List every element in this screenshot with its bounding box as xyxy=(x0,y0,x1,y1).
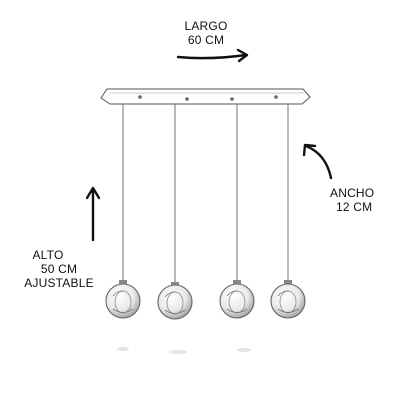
largo-arrow xyxy=(176,48,249,63)
reflection xyxy=(117,347,251,354)
pendant-globe-3 xyxy=(219,280,255,319)
alto-note: AJUSTABLE xyxy=(24,276,94,290)
ceiling-canopy xyxy=(100,88,311,105)
suspension-cables xyxy=(122,104,289,284)
largo-value: 60 CM xyxy=(187,33,225,47)
alto-title: ALTO xyxy=(32,248,64,262)
alto-arrow xyxy=(85,186,101,242)
ancho-title: ANCHO xyxy=(330,186,375,200)
ancho-arrow xyxy=(302,143,333,180)
ancho-value: 12 CM xyxy=(336,200,373,214)
pendant-globe-4 xyxy=(270,280,306,319)
pendant-globe-1 xyxy=(105,280,141,319)
pendant-globe-2 xyxy=(157,282,193,320)
alto-value: 50 CM xyxy=(40,262,78,276)
largo-title: LARGO xyxy=(184,19,228,33)
canopy-screw xyxy=(274,95,278,99)
largo-label: LARGO 60 CM xyxy=(176,19,236,47)
canopy-screw xyxy=(230,97,234,101)
canopy-screw xyxy=(185,97,189,101)
canopy-screw xyxy=(138,95,142,99)
ancho-label: ANCHO 12 CM xyxy=(330,186,390,214)
alto-label: ALTO 50 CM AJUSTABLE xyxy=(14,248,104,290)
